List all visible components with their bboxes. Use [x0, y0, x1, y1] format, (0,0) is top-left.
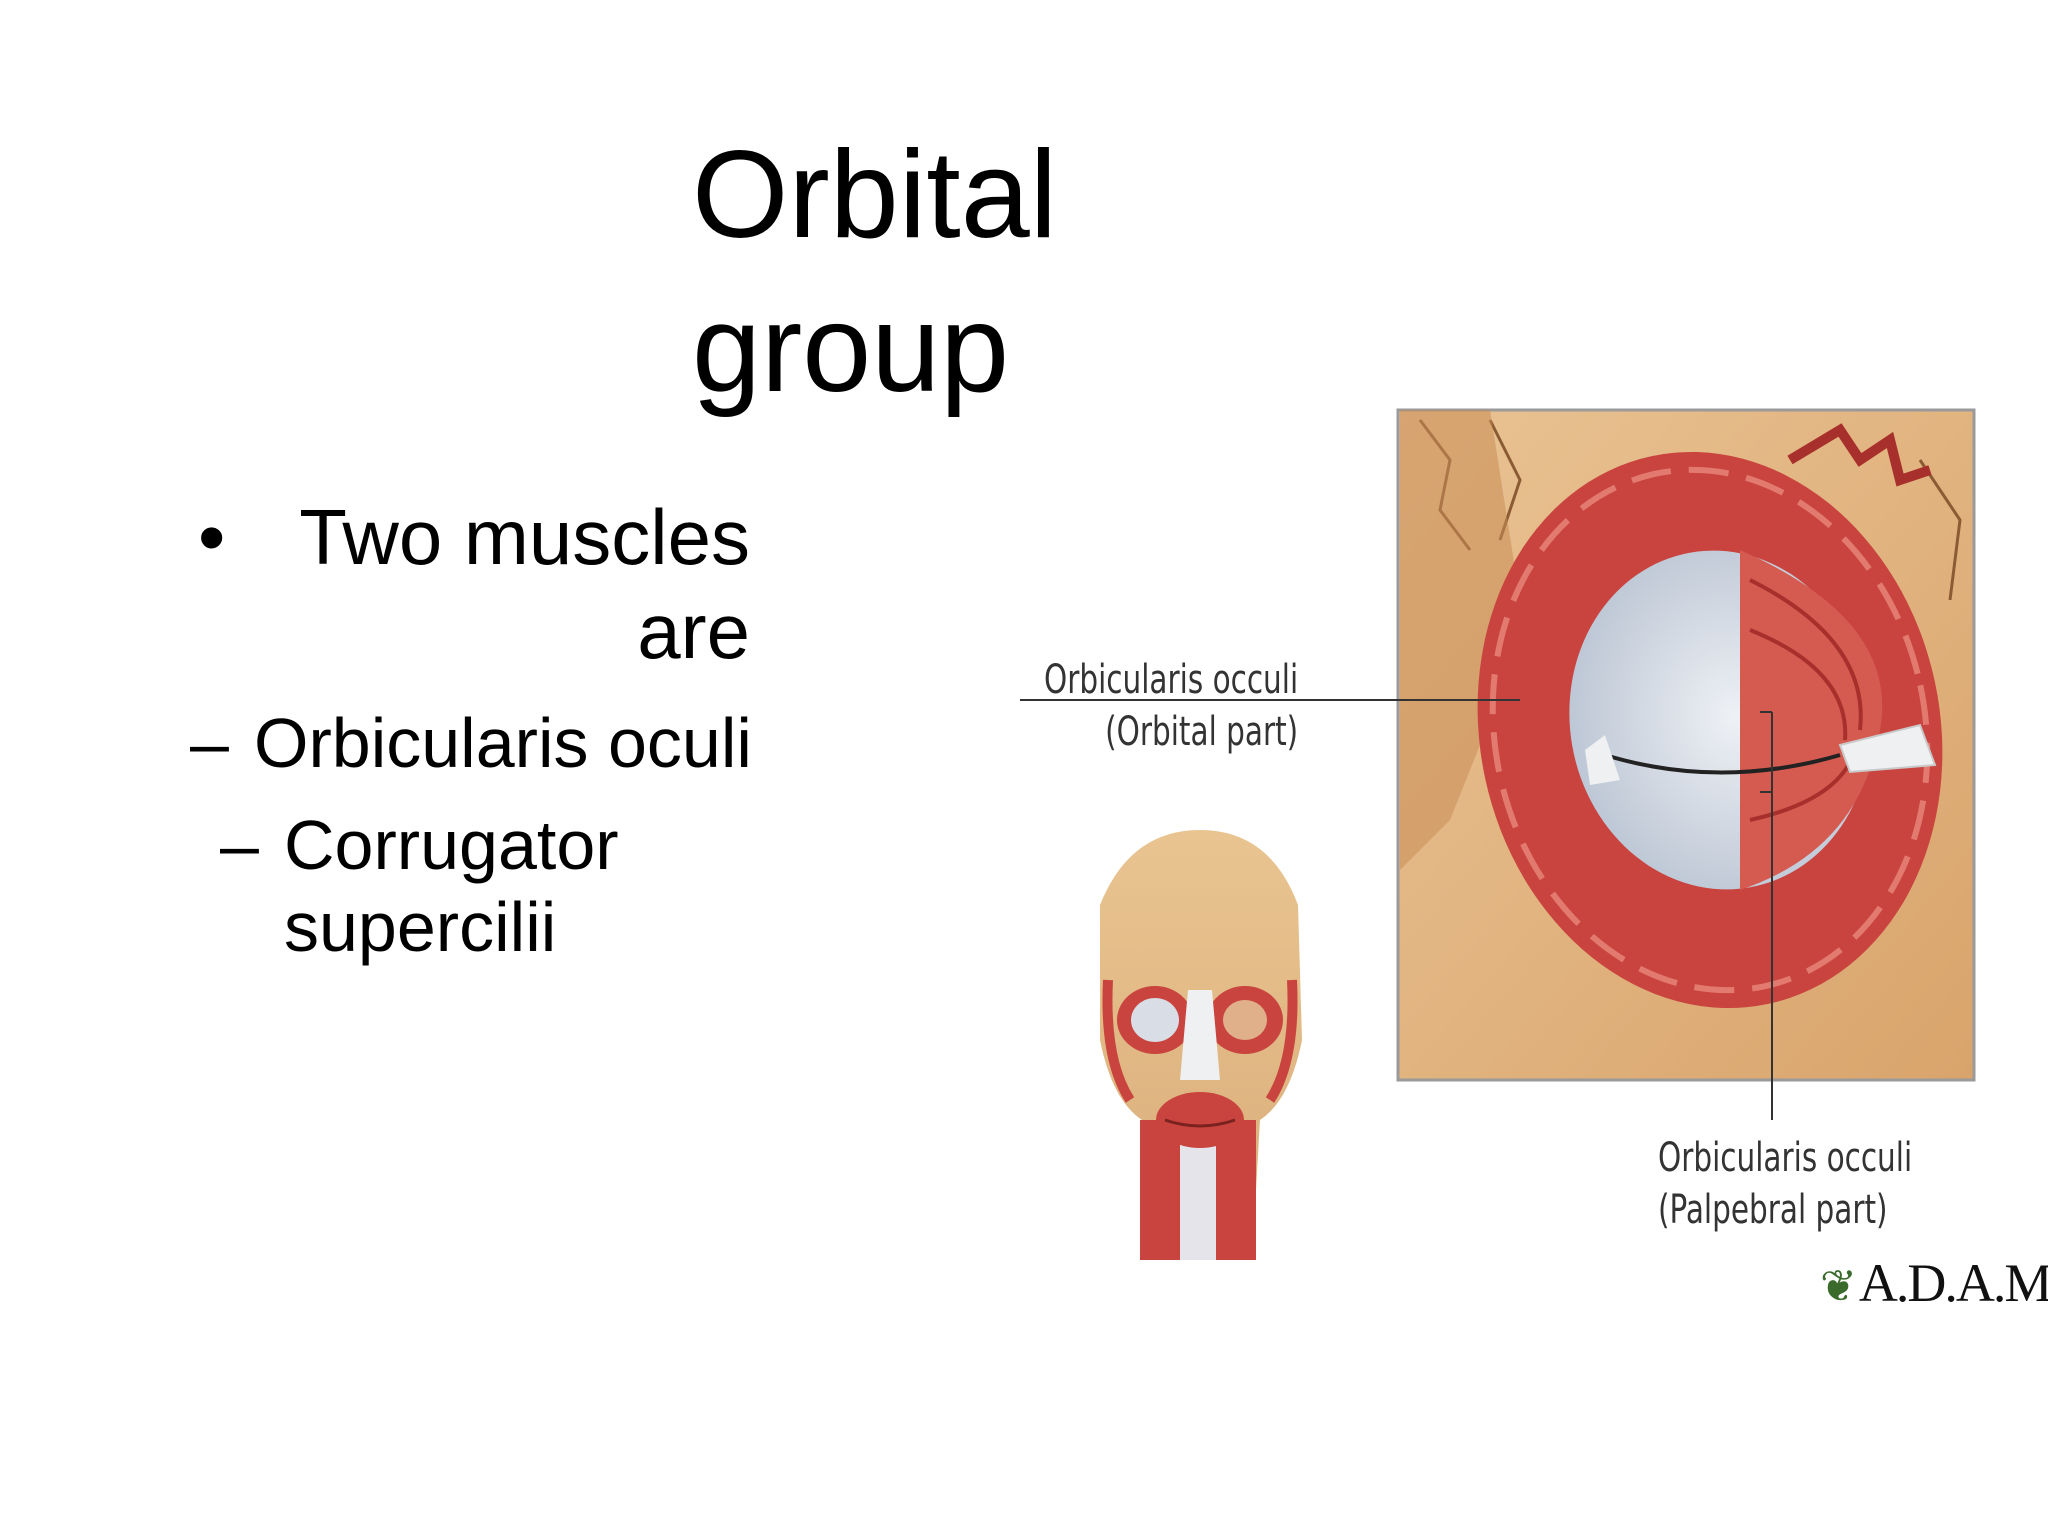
label-palpebral-line-1: Orbicularis occuli	[1658, 1135, 1913, 1181]
page-title: Orbital group	[692, 118, 1057, 426]
sub-item-text-line-2: supercilii	[284, 888, 557, 966]
sub-item-text: Orbicularis oculi	[254, 704, 752, 782]
bullet-text-line-1: Two muscles	[299, 493, 750, 581]
title-line-2: group	[692, 280, 1010, 418]
anatomy-illustration: Orbicularis occuli (Orbital part) Orbicu…	[1020, 400, 2048, 1320]
sub-item-text-line-1: Corrugator	[284, 806, 619, 884]
logo-text: A.D.A.M.	[1858, 1253, 2048, 1313]
bullet-marker: •	[198, 493, 226, 581]
leaf-icon: ❦	[1820, 1262, 1857, 1311]
dash-marker: –	[220, 806, 259, 884]
dash-marker: –	[190, 704, 229, 782]
label-palpebral-part: Orbicularis occuli (Palpebral part)	[1658, 1132, 1912, 1236]
adam-logo: ❦A.D.A.M.	[1820, 1252, 2048, 1314]
bullet-text: Two muscles are	[280, 490, 750, 678]
head-thumbnail	[1100, 830, 1302, 1260]
bullet-text-line-2: are	[637, 587, 750, 675]
label-palpebral-line-2: (Palpebral part)	[1658, 1187, 1888, 1233]
closeup-panel	[1020, 408, 1976, 1120]
sub-item-orbicularis: –Orbicularis oculi	[190, 702, 752, 784]
label-orbital-line-2: (Orbital part)	[1105, 709, 1299, 755]
eye-muscle-drawing	[1020, 408, 1976, 1260]
title-line-1: Orbital	[692, 126, 1058, 264]
sub-item-corrugator: –Corrugator supercilii	[220, 804, 619, 968]
label-orbital-part: Orbicularis occuli (Orbital part)	[1044, 654, 1298, 758]
label-orbital-line-1: Orbicularis occuli	[1044, 657, 1299, 703]
